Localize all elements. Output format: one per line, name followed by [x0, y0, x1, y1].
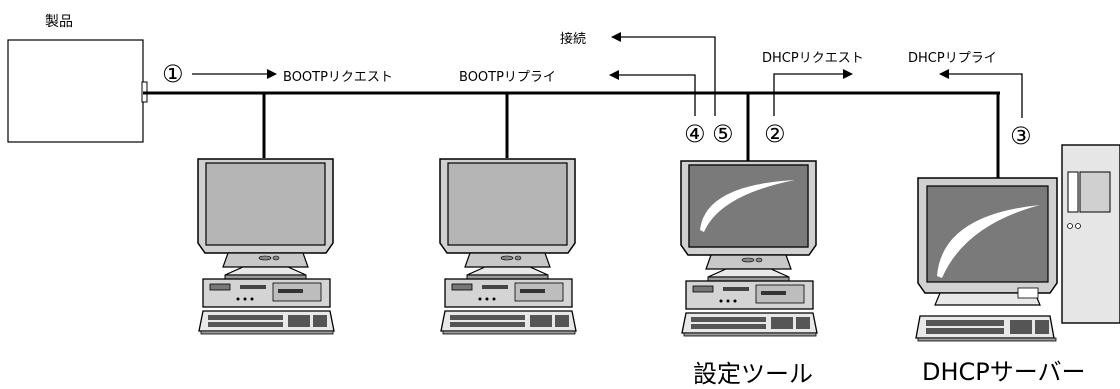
arrow-dhcp-request	[773, 69, 853, 116]
step-1: ①	[162, 60, 184, 88]
connect-label: 接続	[560, 32, 587, 47]
client-pc-1	[197, 158, 335, 335]
product-label: 製品	[45, 14, 73, 30]
arrow-connect	[611, 32, 716, 116]
step-4: ④	[684, 120, 706, 148]
step-3: ③	[1010, 122, 1032, 150]
arrow-dhcp-reply	[939, 69, 1023, 118]
bootp-request-label: BOOTPリクエスト	[283, 70, 393, 85]
product-box	[7, 39, 144, 143]
bootp-reply-label: BOOTPリプライ	[459, 70, 556, 85]
dhcp-request-label: DHCPリクエスト	[762, 51, 864, 66]
client-pc-2	[439, 158, 577, 335]
setup-tool-label: 設定ツール	[693, 360, 813, 388]
arrow-bootp-reply	[609, 70, 696, 116]
dhcp-server	[915, 144, 1120, 342]
step-5: ⑤	[712, 120, 734, 148]
dhcp-reply-label: DHCPリプライ	[908, 51, 997, 66]
setup-tool-pc	[680, 160, 818, 337]
step-2: ②	[764, 120, 786, 148]
dhcp-server-label: DHCPサーバー	[922, 358, 1086, 386]
